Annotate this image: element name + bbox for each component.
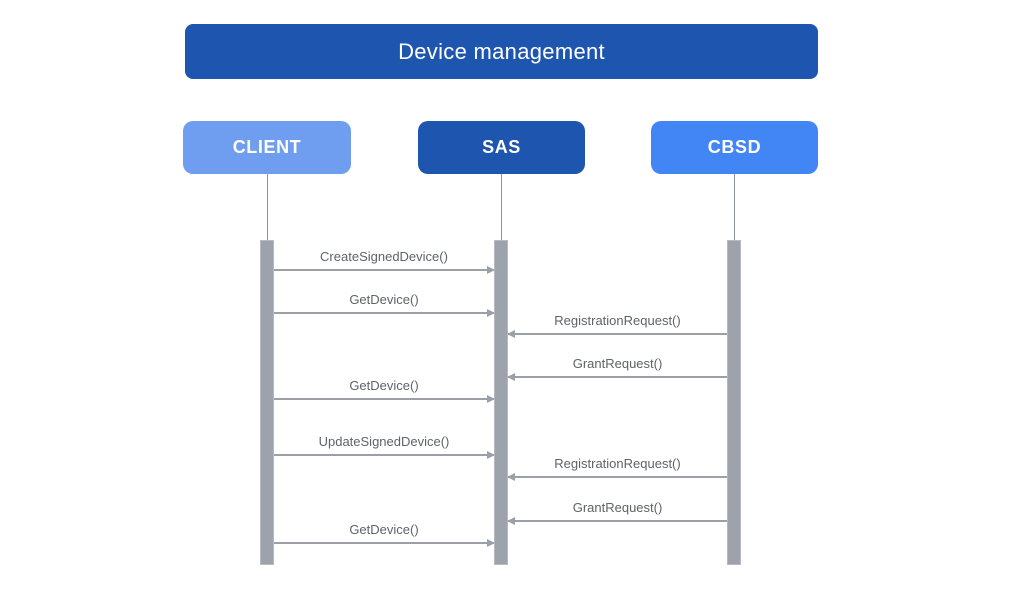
lifeline-client [267, 174, 268, 240]
message-label: UpdateSignedDevice() [318, 434, 450, 449]
message-arrow [507, 473, 727, 481]
actor-sas: SAS [418, 121, 585, 174]
message-label: RegistrationRequest() [554, 456, 681, 471]
message-get-device-3: GetDevice() [274, 522, 495, 547]
arrowhead-right-icon [487, 539, 495, 547]
message-arrow [274, 451, 495, 459]
arrowhead-left-icon [507, 373, 515, 381]
message-label: GetDevice() [349, 292, 419, 307]
message-get-device-2: GetDevice() [274, 378, 495, 403]
arrowhead-left-icon [507, 473, 515, 481]
message-arrow [274, 539, 495, 547]
message-arrow [274, 309, 495, 317]
arrowhead-right-icon [487, 451, 495, 459]
message-label: GetDevice() [349, 378, 419, 393]
message-arrow [507, 517, 727, 525]
actor-cbsd-label: CBSD [707, 137, 762, 157]
activation-bar-sas [494, 240, 508, 565]
message-create-signed-device: CreateSignedDevice() [274, 249, 495, 274]
message-registration-request-2: RegistrationRequest() [507, 456, 727, 481]
message-arrow [274, 395, 495, 403]
actor-sas-label: SAS [482, 137, 521, 157]
actor-cbsd: CBSD [651, 121, 818, 174]
actor-client-label: CLIENT [232, 137, 302, 157]
message-grant-request-1: GrantRequest() [507, 356, 727, 381]
arrowhead-right-icon [487, 266, 495, 274]
diagram-title: Device management [185, 24, 818, 79]
activation-bar-client [260, 240, 274, 565]
actor-client: CLIENT [183, 121, 351, 174]
arrowhead-left-icon [507, 517, 515, 525]
activation-bar-cbsd [727, 240, 741, 565]
message-arrow [507, 373, 727, 381]
message-label: CreateSignedDevice() [320, 249, 448, 264]
message-update-signed-device: UpdateSignedDevice() [274, 434, 495, 459]
message-label: GrantRequest() [572, 356, 663, 371]
message-arrow [274, 266, 495, 274]
message-label: GetDevice() [349, 522, 419, 537]
arrowhead-right-icon [487, 309, 495, 317]
message-label: GrantRequest() [572, 500, 663, 515]
diagram-title-label: Device management [398, 38, 605, 64]
message-label: RegistrationRequest() [554, 313, 681, 328]
message-registration-request-1: RegistrationRequest() [507, 313, 727, 338]
lifeline-sas [501, 174, 502, 240]
arrowhead-left-icon [507, 330, 515, 338]
lifeline-cbsd [734, 174, 735, 240]
message-grant-request-2: GrantRequest() [507, 500, 727, 525]
arrowhead-right-icon [487, 395, 495, 403]
message-arrow [507, 330, 727, 338]
message-get-device-1: GetDevice() [274, 292, 495, 317]
